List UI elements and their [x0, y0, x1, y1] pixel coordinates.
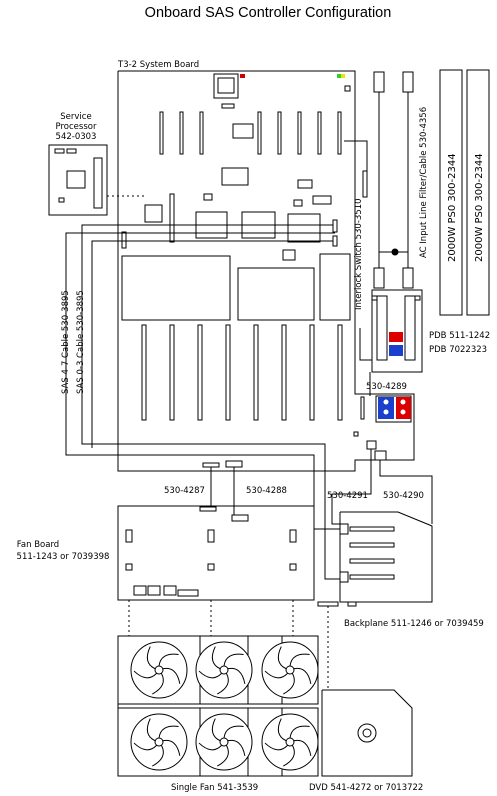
dvd-drive	[321, 689, 413, 777]
led-yellow-icon	[341, 74, 345, 78]
fan-blade	[293, 739, 312, 756]
fan-icons	[130, 641, 319, 771]
fan-blade	[133, 670, 158, 679]
fan-blade	[223, 653, 244, 667]
fan-icon	[130, 641, 188, 699]
psu-label: 2000W PS0 300-2344	[474, 153, 485, 262]
fan-icon	[195, 641, 253, 699]
fan-blade	[277, 718, 287, 742]
fan-blade	[289, 725, 310, 739]
power-supplies	[439, 69, 490, 316]
fan-blade	[158, 653, 179, 667]
pdb-red-connector-icon	[389, 332, 403, 342]
backplane-label: Backplane 511-1246 or 7039459	[344, 619, 484, 629]
fan-blade	[133, 742, 158, 751]
fan-blade	[223, 725, 244, 739]
fan-hub	[219, 665, 229, 675]
fan-icon	[130, 713, 188, 771]
cable-4289-label: 530-4289	[366, 382, 407, 392]
backplane	[317, 449, 433, 607]
fan-blade	[162, 739, 181, 756]
fan-blade	[217, 744, 229, 767]
diagram-title: Onboard SAS Controller Configuration	[145, 5, 392, 21]
fan-blade	[264, 670, 289, 679]
sas-cables	[65, 219, 342, 580]
fan-hub	[154, 737, 164, 747]
fan-blade	[277, 646, 287, 670]
fan-blade	[146, 718, 156, 742]
fan-blade	[227, 739, 246, 756]
interlock-switch-label: Interlock Switch 530-3510	[354, 198, 364, 310]
service-processor-part: 542-0303	[56, 132, 97, 142]
fan-hub	[285, 665, 295, 675]
fan-blade	[227, 667, 246, 684]
dvd-label: DVD 541-4272 or 7013722	[309, 783, 423, 793]
fan-blade	[158, 725, 179, 739]
sas-cable-47-label: SAS 4-7 Cable 530-3895	[61, 290, 71, 394]
fan-blade	[152, 672, 164, 695]
pdb-label: PDB 511-1242	[429, 331, 490, 341]
fan-blade	[283, 744, 295, 767]
cable-4288-label: 530-4288	[246, 486, 287, 496]
fan-blade	[198, 742, 223, 751]
fan-blade	[217, 672, 229, 695]
pdb-blue-connector-icon	[389, 345, 403, 356]
psu-label: 2000W PS0 300-2344	[447, 153, 458, 262]
system-board-label: T3-2 System Board	[117, 60, 199, 70]
single-fan-label: Single Fan 541-3539	[171, 783, 258, 793]
connector-blue-icon	[378, 397, 394, 419]
power-distribution-board	[359, 289, 423, 373]
fan-icon	[261, 641, 319, 699]
interlock-and-ac-filter	[344, 71, 414, 289]
service-processor-label: Service	[60, 112, 91, 122]
cable-4290-label: 530-4290	[383, 491, 424, 501]
fan-blade	[211, 718, 221, 742]
cable-4287-label: 530-4287	[164, 486, 205, 496]
connector-red-icon	[396, 397, 411, 419]
system-board	[117, 70, 415, 472]
fan-blade	[162, 667, 181, 684]
fan-blade	[289, 653, 310, 667]
service-processor-label: Processor	[56, 122, 97, 132]
fan-hub	[219, 737, 229, 747]
fan-blade	[293, 667, 312, 684]
fan-blade	[198, 670, 223, 679]
sas-cable-03-label: SAS 0-3 Cable 530-3895	[76, 290, 86, 394]
fan-hub	[285, 737, 295, 747]
ac-filter-label: AC Input Line Filter/Cable 530-4356	[419, 107, 429, 258]
cable-4291-label: 530-4291	[327, 491, 368, 501]
fan-blade	[211, 646, 221, 670]
service-processor	[48, 144, 108, 216]
pdb-label: PDB 7022323	[429, 345, 487, 355]
fan-board-part: 511-1243 or 7039398	[17, 552, 110, 562]
led-green-icon	[337, 74, 341, 78]
fan-icon	[261, 713, 319, 771]
led-red-icon	[240, 74, 245, 78]
fan-icon	[195, 713, 253, 771]
fan-blade	[152, 744, 164, 767]
fan-board	[117, 467, 315, 601]
fan-board-label: Fan Board	[17, 540, 59, 550]
fan-blade	[146, 646, 156, 670]
junction-icon	[391, 248, 399, 256]
fan-blade	[264, 742, 289, 751]
fan-blade	[283, 672, 295, 695]
fan-hub	[154, 665, 164, 675]
